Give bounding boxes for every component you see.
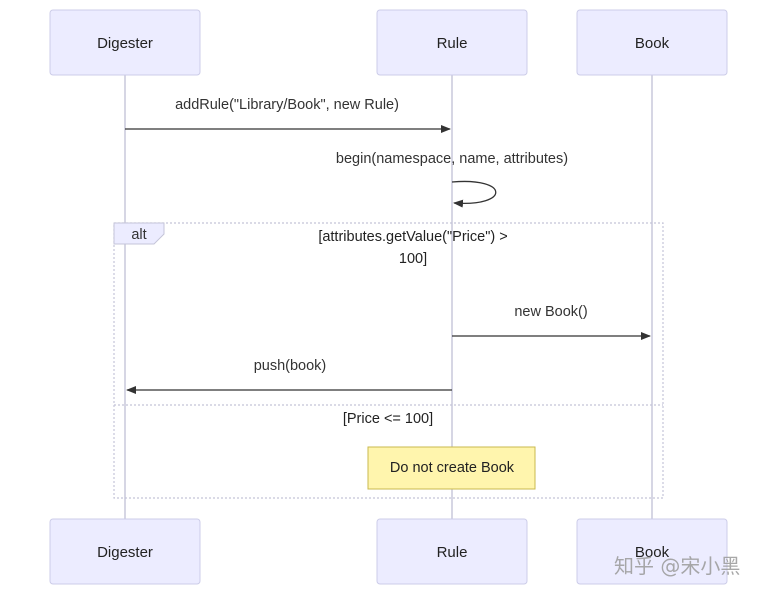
note-text: Do not create Book	[390, 460, 515, 476]
alt-else-condition: [Price <= 100]	[343, 411, 433, 427]
watermark: 知乎 @宋小黑	[614, 554, 741, 578]
message-label-addrule: addRule("Library/Book", new Rule)	[175, 97, 399, 113]
message-arrow-begin-self	[451, 180, 497, 208]
alt-condition-line2: 100]	[399, 251, 427, 267]
alt-keyword: alt	[131, 227, 146, 243]
actor-bottom-book: Book	[576, 518, 728, 585]
actor-top-book: Book	[576, 9, 728, 76]
actor-label: Book	[635, 544, 670, 561]
note: Do not create Book	[367, 446, 536, 490]
actor-bottom-digester: Digester	[49, 518, 201, 585]
actor-label: Digester	[97, 544, 153, 561]
alt-frame: alt [attributes.getValue("Price") > 100]…	[113, 222, 664, 499]
message-label-push: push(book)	[254, 358, 327, 374]
actor-bottom-rule: Rule	[376, 518, 528, 585]
actor-label: Rule	[437, 544, 468, 561]
actor-top-rule: Rule	[376, 9, 528, 76]
message-label-begin: begin(namespace, name, attributes)	[336, 151, 568, 167]
actor-top-digester: Digester	[49, 9, 201, 76]
actor-label: Book	[635, 35, 670, 52]
actor-label: Rule	[437, 35, 468, 52]
actor-label: Digester	[97, 35, 153, 52]
alt-condition-line1: [attributes.getValue("Price") >	[318, 229, 507, 245]
message-label-new-book: new Book()	[514, 304, 587, 320]
